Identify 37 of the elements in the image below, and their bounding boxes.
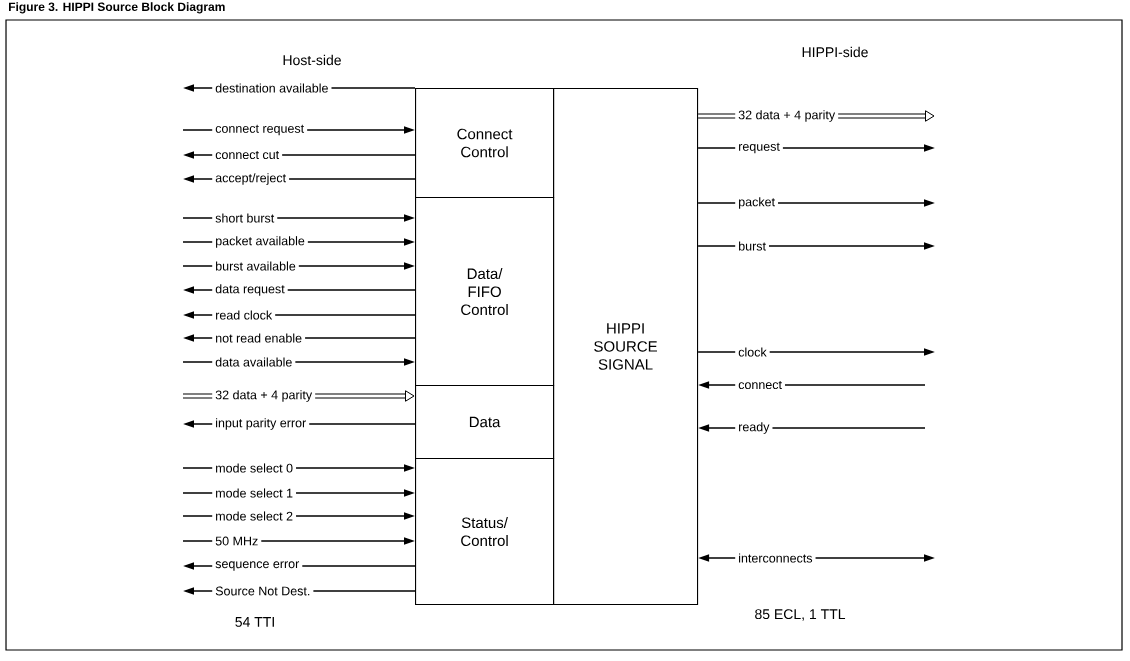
edge-label: destination available	[212, 82, 332, 94]
edge-label: packet	[735, 196, 779, 210]
edge-label: not read enable	[212, 332, 306, 344]
edge-label: packet available	[212, 235, 308, 249]
edge-label: connect request	[212, 123, 308, 137]
edge-label: accept/reject	[212, 172, 290, 186]
side-label: 54 TTI	[235, 617, 274, 627]
side-label: 85 ECL, 1 TTL	[755, 609, 846, 621]
block-box: Data	[415, 385, 555, 460]
block-box: Status/ Control	[415, 457, 555, 606]
figure-title: Figure 3. HIPPI Source Block Diagram	[9, 2, 225, 14]
edge-label: 50 MHz	[212, 535, 262, 547]
edge-label: 32 data + 4 parity	[212, 389, 316, 403]
edge-label: connect cut	[212, 149, 283, 161]
block-box: Data/ FIFO Control	[415, 197, 555, 387]
edge-label: data request	[212, 283, 288, 297]
edge-label: clock	[735, 346, 770, 358]
side-label: Host-side	[283, 54, 341, 66]
edge-label: ready	[735, 421, 773, 435]
block-box: Connect Control	[415, 88, 555, 199]
edge-label: sequence error	[212, 560, 303, 572]
edge-label: connect	[735, 379, 785, 391]
edge-label: interconnects	[735, 552, 816, 564]
edge-label: input parity error	[212, 417, 310, 431]
edge-label: burst available	[212, 260, 299, 272]
edge-label: Source Not Dest.	[212, 585, 314, 597]
edge-label: short burst	[212, 212, 278, 224]
edge-label: data available	[212, 356, 296, 368]
edge-label: mode select 1	[212, 487, 297, 499]
side-label: HIPPI-side	[802, 46, 868, 58]
edge-label: request	[735, 141, 783, 155]
edge-label: 32 data + 4 parity	[735, 109, 839, 123]
edge-label: read clock	[212, 309, 276, 321]
block-box: HIPPI SOURCE SIGNAL	[553, 88, 699, 606]
edge-label: mode select 2	[212, 510, 297, 522]
edge-label: mode select 0	[212, 462, 297, 474]
edge-label: burst	[735, 240, 769, 252]
